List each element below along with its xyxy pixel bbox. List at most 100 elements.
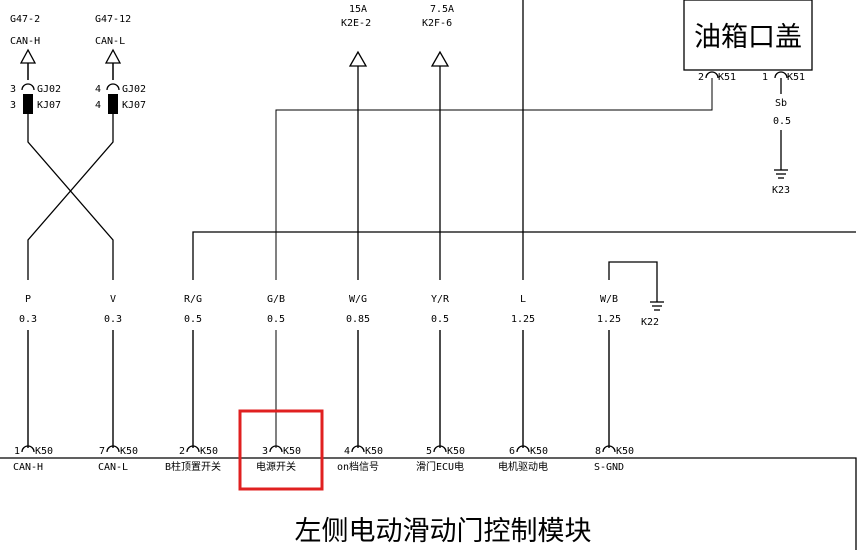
wire-size-label: 0.85 — [346, 314, 370, 325]
wire-color-label: P — [25, 294, 31, 305]
module-pin-number: 3 — [262, 446, 268, 457]
module-pin-connector: K50 — [283, 446, 301, 457]
pin-terminal-icon — [269, 445, 283, 453]
can-h-plug-icon — [23, 94, 33, 114]
module-pin-connector: K50 — [365, 446, 383, 457]
wire-color-label: W/B — [600, 294, 618, 305]
can-l-terminal-icon — [106, 83, 120, 91]
fuse-15a-arrow-icon — [348, 50, 368, 67]
fuel-lid-wire-size: 0.5 — [773, 116, 791, 127]
module-pin-label: on档信号 — [337, 460, 379, 473]
wire-color-label: W/G — [349, 294, 367, 305]
fuse-15a-rating: 15A — [349, 4, 367, 15]
can-h-twisted-wire — [27, 114, 114, 280]
module-pin-connector: K50 — [530, 446, 548, 457]
wire-w-b-upper — [608, 261, 658, 302]
can-h-pin1: 3 — [10, 84, 16, 95]
ground-k22-icon — [650, 301, 664, 311]
wire-size-label: 0.3 — [104, 314, 122, 325]
ground-k23-icon — [774, 169, 788, 179]
can-l-plug-icon — [108, 94, 118, 114]
pin-terminal-icon — [106, 445, 120, 453]
module-pin-connector: K50 — [120, 446, 138, 457]
module-pin-connector: K50 — [447, 446, 465, 457]
can-l-conn2: KJ07 — [122, 100, 146, 111]
wire-color-label: R/G — [184, 294, 202, 305]
wire-color-label: Y/R — [431, 294, 450, 305]
fuel-lid-pin-a: 2 — [698, 72, 704, 83]
can-h-connector: G47-2 CAN-H 3 GJ02 3 KJ07 — [10, 14, 61, 114]
module-pin-label: CAN-H — [13, 462, 43, 473]
pin-terminal-icon — [433, 445, 447, 453]
wire-color-label: G/B — [267, 294, 285, 305]
wire-size-label: 1.25 — [597, 314, 621, 325]
wire-g-b-upper — [275, 78, 713, 280]
pin-terminal-icon — [351, 445, 365, 453]
pin-terminal-icon — [21, 445, 35, 453]
module-pin-number: 6 — [509, 446, 515, 457]
wire-color-label: L — [520, 294, 526, 305]
pin-terminal-icon — [516, 445, 530, 453]
module-pin-label: 电源开关 — [256, 460, 296, 473]
module-pin-connector: K50 — [616, 446, 634, 457]
can-l-pin2: 4 — [95, 100, 101, 111]
fuse-7-5a-rating: 7.5A — [430, 4, 454, 15]
can-h-terminal-icon — [21, 83, 35, 91]
fuel-lid-terminal-b-icon — [774, 71, 788, 79]
fuse-15a: 15A K2E-2 — [341, 4, 371, 67]
wire-group: P 0.3 V 0.3 R/G 0.5 G/B 0.5 W/G 0.85 Y/R 0.5 L 1.25 W/… — [19, 294, 621, 448]
fuel-lid-wire-color: Sb — [775, 98, 787, 109]
fuel-lid-conn-b: K51 — [787, 72, 805, 83]
can-l-signal-label: CAN-L — [95, 36, 125, 47]
module-pin-label: B柱顶置开关 — [165, 460, 221, 473]
fuel-lid-conn-a: K51 — [718, 72, 736, 83]
fuel-lid-component: 油箱口盖 2 K51 1 K51 Sb 0.5 K23 — [683, 0, 813, 196]
pin-terminal-icon — [602, 445, 616, 453]
can-h-signal-label: CAN-H — [10, 36, 40, 47]
can-l-conn1: GJ02 — [122, 84, 146, 95]
module-pin-number: 4 — [344, 446, 350, 457]
wire-r-g-bus — [192, 231, 856, 280]
module-outline — [0, 457, 857, 550]
fuse-7-5a: 7.5A K2F-6 — [422, 4, 454, 67]
can-l-connector: G47-12 CAN-L 4 GJ02 4 KJ07 — [95, 14, 146, 114]
wire-size-label: 0.5 — [267, 314, 285, 325]
module-pin-label: S-GND — [594, 462, 624, 473]
module-pin-label: 电机驱动电 — [498, 460, 548, 473]
can-h-pin2: 3 — [10, 100, 16, 111]
module-pin-number: 2 — [179, 446, 185, 457]
fuse-7-5a-arrow-icon — [430, 50, 450, 67]
ground-k23-label: K23 — [772, 185, 790, 196]
fuel-lid-box — [683, 0, 813, 71]
can-h-connector-id: G47-2 — [10, 14, 40, 25]
wire-size-label: 1.25 — [511, 314, 535, 325]
can-l-twisted-wire — [27, 114, 114, 280]
can-h-conn2: KJ07 — [37, 100, 61, 111]
pin-terminal-icon — [186, 445, 200, 453]
wire-color-label: V — [110, 294, 116, 305]
module-pin-connector: K50 — [200, 446, 218, 457]
highlight-box — [238, 409, 324, 491]
fuel-lid-title: 油箱口盖 — [694, 22, 802, 53]
can-h-arrow-icon — [19, 48, 37, 64]
module-title: 左侧电动滑动门控制模块 — [295, 516, 592, 547]
can-l-arrow-icon — [104, 48, 122, 64]
can-h-conn1: GJ02 — [37, 84, 61, 95]
module-pin-connector: K50 — [35, 446, 53, 457]
module-pin-number: 8 — [595, 446, 601, 457]
can-l-pin1: 4 — [95, 84, 101, 95]
wire-size-label: 0.3 — [19, 314, 37, 325]
fuel-lid-pin-b: 1 — [762, 72, 768, 83]
fuel-lid-terminal-a-icon — [705, 71, 719, 79]
fuse-7-5a-code: K2F-6 — [422, 18, 452, 29]
wire-size-label: 0.5 — [184, 314, 202, 325]
fuse-15a-code: K2E-2 — [341, 18, 371, 29]
module-pin-number: 7 — [99, 446, 105, 457]
module-pin-number: 1 — [14, 446, 20, 457]
wire-size-label: 0.5 — [431, 314, 449, 325]
module-pin-number: 5 — [426, 446, 432, 457]
module-pin-label: 滑门ECU电 — [416, 460, 464, 473]
can-l-connector-id: G47-12 — [95, 14, 131, 25]
